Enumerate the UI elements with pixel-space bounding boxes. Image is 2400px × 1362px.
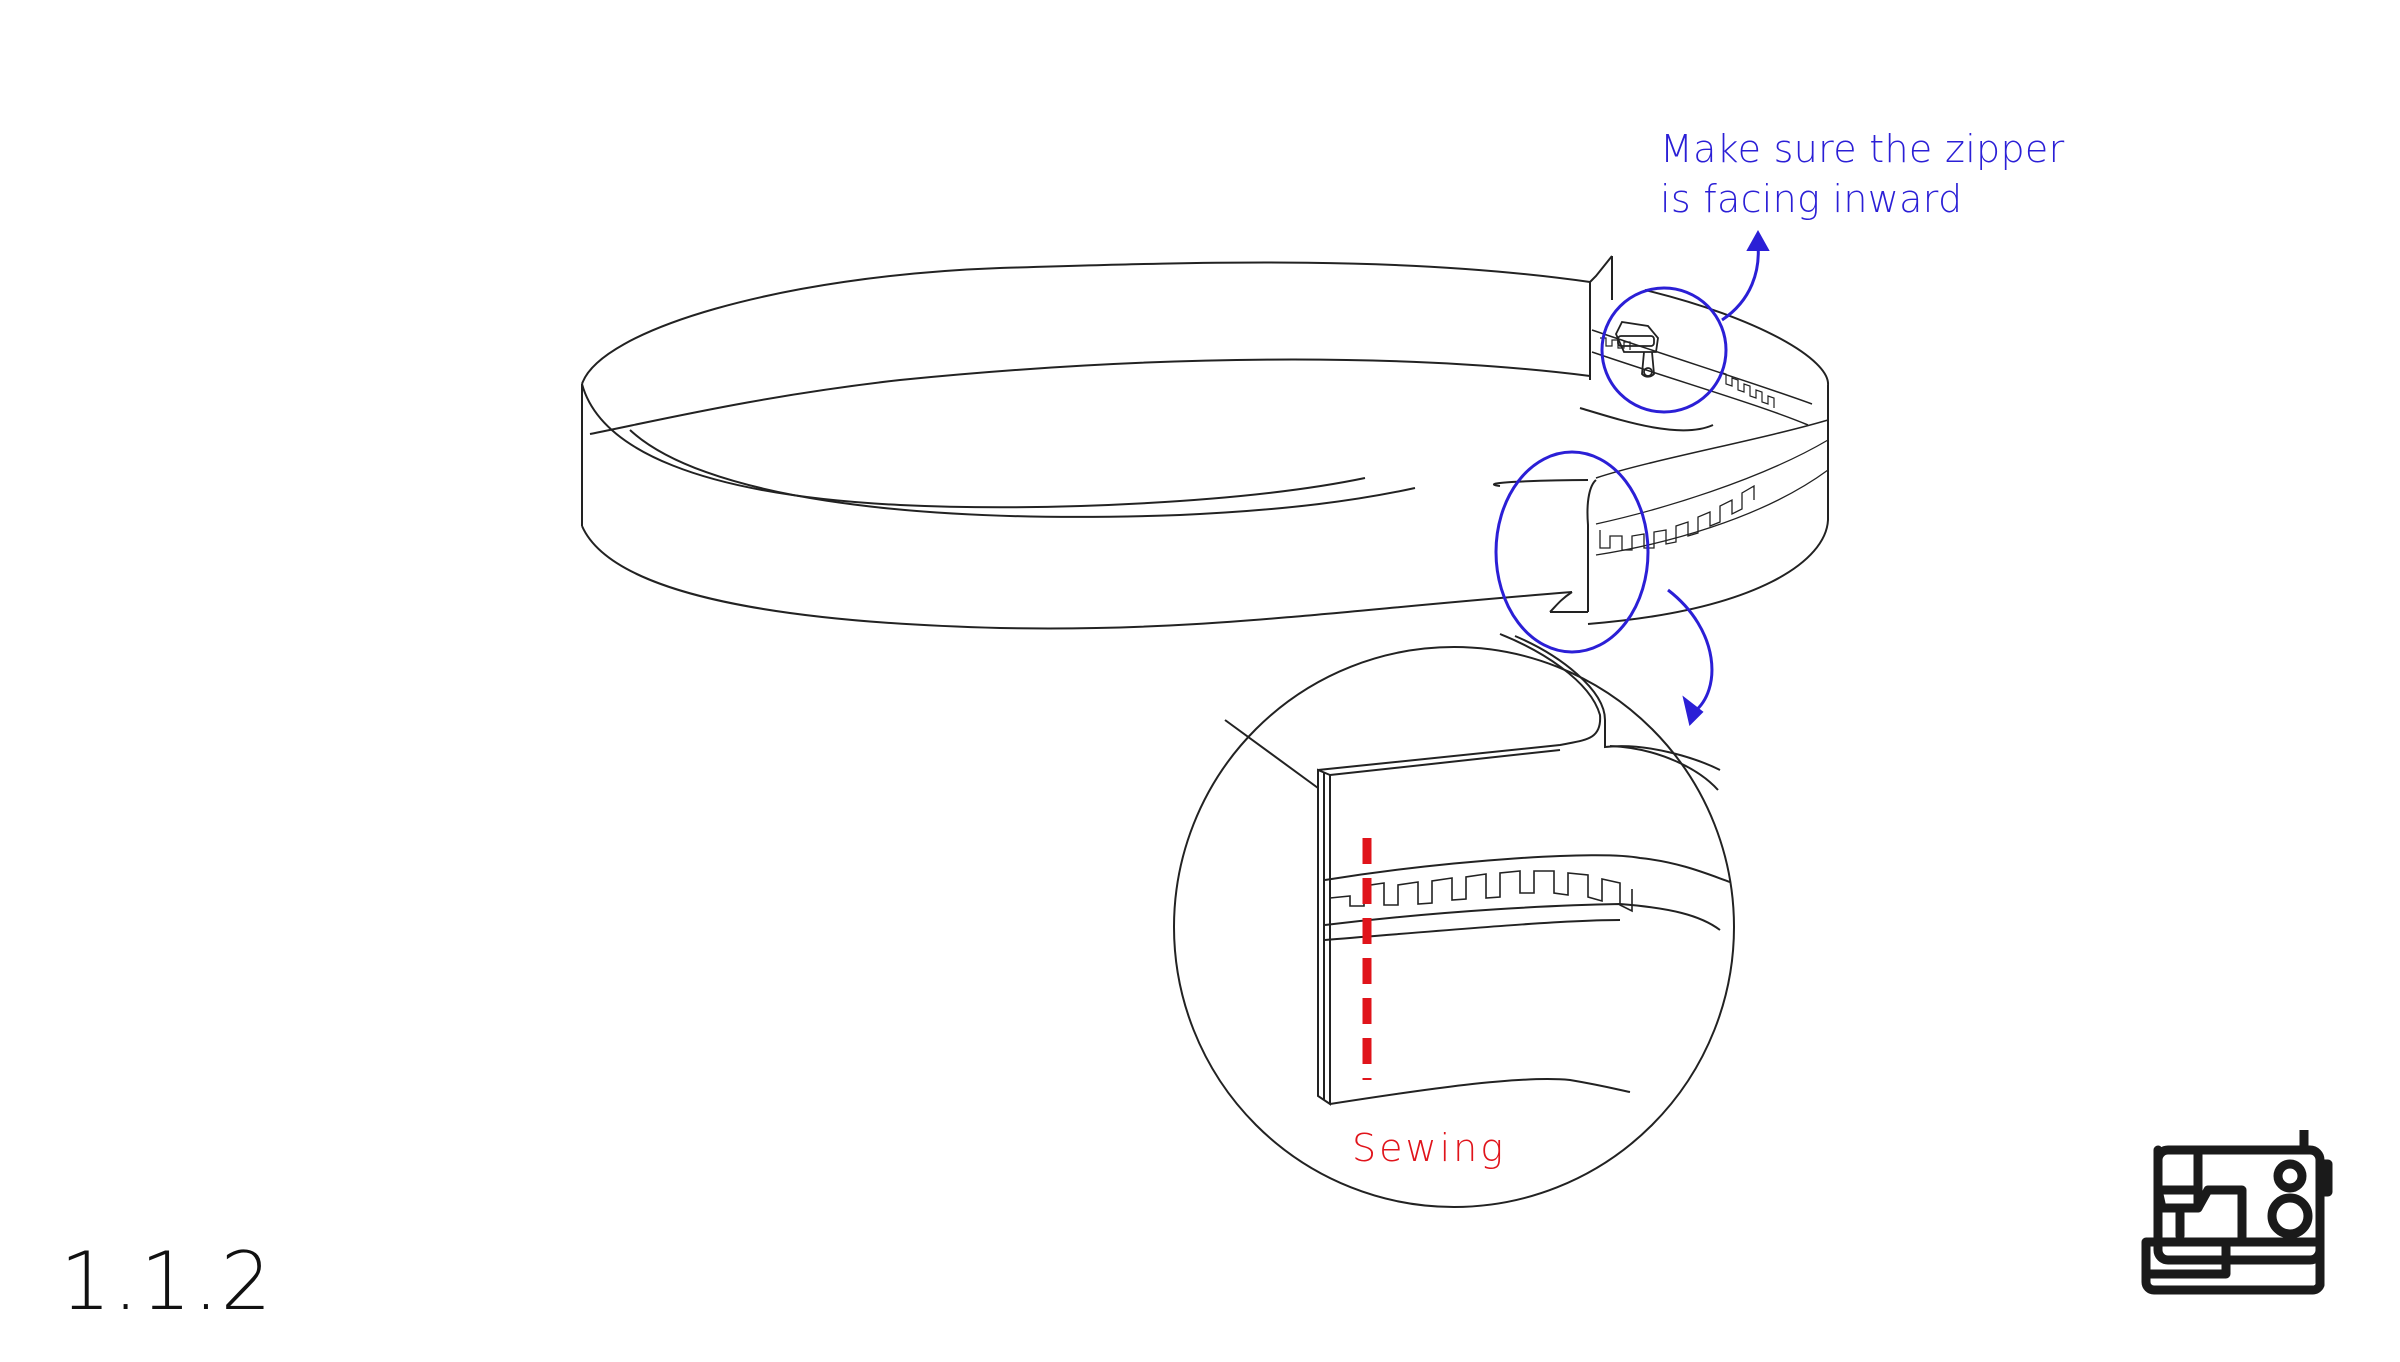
callout-circle-open-end xyxy=(1494,450,1650,654)
band-top-outer-edge xyxy=(581,261,1591,385)
note-line-1: Make sure the zipper xyxy=(1660,127,2065,171)
band-top-inner-edge xyxy=(589,358,1591,435)
detail-teeth xyxy=(1329,870,1633,913)
zipper-slider xyxy=(1615,321,1659,378)
detail-magnifier xyxy=(1173,633,1735,1208)
zipper-teeth-lower xyxy=(1595,439,1829,556)
sewing-machine-icon xyxy=(2140,1125,2340,1306)
sewing-label: Sewing xyxy=(1352,1126,1507,1170)
callout-circle-slider xyxy=(1600,286,1728,414)
note-line-2: is facing inward xyxy=(1660,177,1963,221)
zipper-direction-note: Make sure the zipper is facing inward xyxy=(1660,124,2065,224)
step-number: 1.1.2 xyxy=(60,1235,274,1328)
arrow-to-detail xyxy=(1667,588,1714,714)
arrow-to-note xyxy=(1721,244,1760,322)
